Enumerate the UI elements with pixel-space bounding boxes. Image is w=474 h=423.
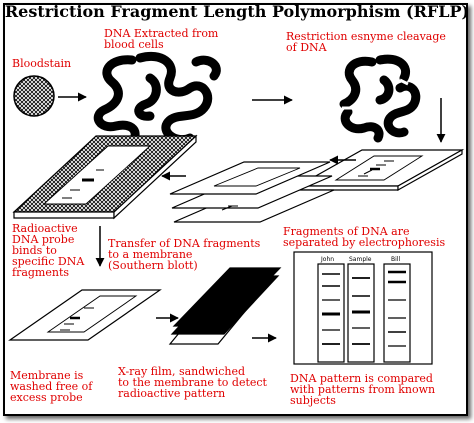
caption-radioactive: Radioactive DNA probe binds to specific … <box>12 222 85 279</box>
column-label-sample: Sample <box>349 256 372 263</box>
dna-strand-icon <box>93 52 221 157</box>
blot-stack <box>12 134 198 220</box>
diagram-title: Restriction Fragment Length Polymorphism… <box>4 2 470 21</box>
caption-dna-extracted: DNA Extracted from blood cells <box>104 27 219 51</box>
caption-bloodstain: Bloodstain <box>12 57 72 70</box>
caption-transfer: Transfer of DNA fragments to a membrane … <box>108 237 261 272</box>
column-label-bill: Bill <box>391 256 401 263</box>
transfer-sandwich <box>169 161 335 223</box>
gel-plate <box>295 148 465 192</box>
pattern-bands <box>322 270 406 347</box>
column-label-john: John <box>321 256 335 263</box>
membrane-sheet <box>8 289 162 341</box>
caption-fragments: Fragments of DNA are separated by electr… <box>283 225 446 249</box>
caption-xray: X-ray film, sandwiched to the membrane t… <box>118 365 267 400</box>
caption-membrane: Membrane is washed free of excess probe <box>10 369 93 404</box>
caption-pattern: DNA pattern is compared with patterns fr… <box>290 372 436 407</box>
xray-film <box>168 267 282 345</box>
pattern-panel <box>293 251 433 365</box>
bloodstain-icon <box>13 75 55 117</box>
cleaved-dna-icon <box>339 54 421 143</box>
caption-restriction: Restriction esnyme cleavage of DNA <box>286 30 446 54</box>
